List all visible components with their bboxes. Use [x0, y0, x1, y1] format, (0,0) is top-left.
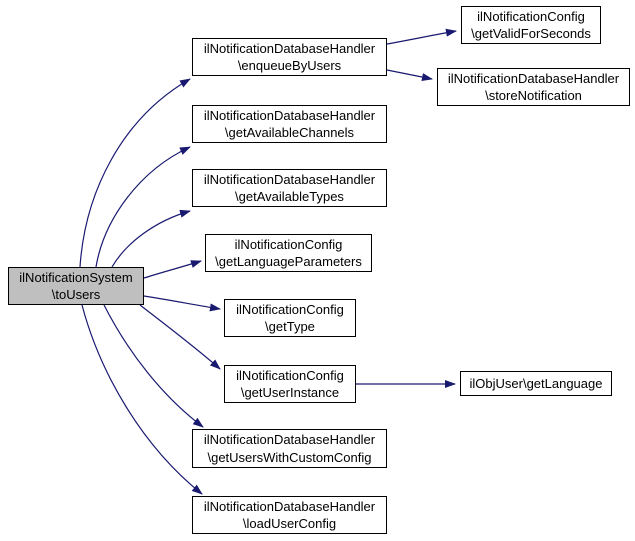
node-getavailabletypes[interactable]: ilNotificationDatabaseHandler \getAvaila… [192, 169, 387, 207]
edge-tousers-enqueuebyusers [79, 78, 191, 268]
node-enqueuebyusers[interactable]: ilNotificationDatabaseHandler \enqueueBy… [192, 38, 387, 76]
edge-tousers-getlanguageparameters [143, 260, 202, 279]
edge-tousers-getavailabletypes [111, 209, 191, 268]
node-getuserswithcustomconfig[interactable]: ilNotificationDatabaseHandler \getUsersW… [192, 429, 387, 468]
edge-tousers-getavailablechannels [95, 146, 191, 268]
node-gettype[interactable]: ilNotificationConfig \getType [224, 299, 356, 337]
node-getvalidforseconds[interactable]: ilNotificationConfig \getValidForSeconds [461, 6, 601, 44]
edge-tousers-loaduserconfig [81, 304, 203, 495]
node-getlanguageparameters[interactable]: ilNotificationConfig \getLanguageParamet… [205, 234, 372, 272]
edge-enqueuebyusers-getvalidforseconds [386, 28, 457, 45]
node-ilnotificationsystem-tousers: ilNotificationSystem \toUsers [8, 267, 144, 305]
node-ilobjuser-getlanguage[interactable]: ilObjUser\getLanguage [460, 371, 612, 396]
node-storenotification[interactable]: ilNotificationDatabaseHandler \storeNoti… [437, 68, 630, 106]
node-loaduserconfig[interactable]: ilNotificationDatabaseHandler \loadUserC… [192, 496, 387, 534]
edge-tousers-getuserswithcustomconfig [103, 304, 204, 428]
edge-tousers-getuserinstance [139, 304, 221, 370]
node-getavailablechannels[interactable]: ilNotificationDatabaseHandler \getAvaila… [192, 105, 387, 143]
node-getuserinstance[interactable]: ilNotificationConfig \getUserInstance [224, 365, 356, 403]
edge-enqueuebyusers-storenotification [386, 69, 433, 81]
edge-tousers-gettype [143, 295, 221, 312]
